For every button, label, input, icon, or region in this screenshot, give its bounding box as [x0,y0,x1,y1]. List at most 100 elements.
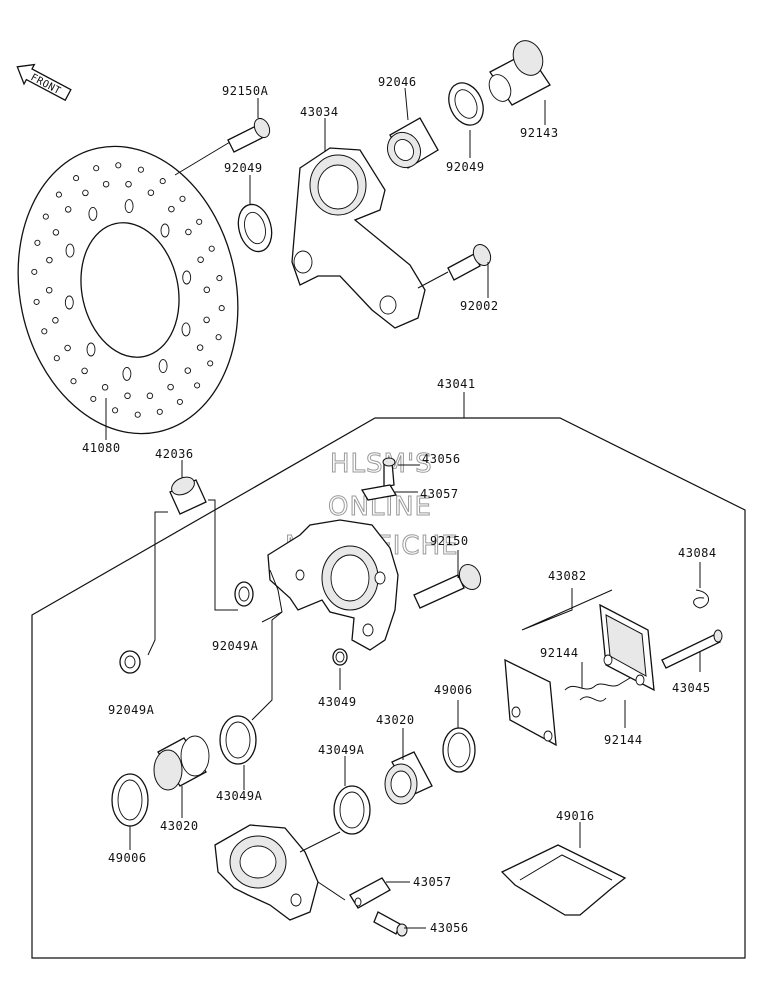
disc-hole [160,223,170,238]
pad-43082-rear [599,603,655,692]
part-labels: 92150A 43034 92046 92143 92049 92049 920… [82,75,716,935]
disc-hole [33,298,40,305]
label-43020-right: 43020 [376,713,415,727]
label-41080: 41080 [82,441,121,455]
seal-43049A-left [219,715,257,765]
bleeder-43056-top [382,457,396,488]
disc-hole [86,342,96,357]
label-49006-left: 49006 [108,851,147,865]
label-92143: 92143 [520,126,559,140]
seal-43049A-top [333,785,371,835]
disc-hole [181,322,191,337]
brake-disc-41080 [17,145,239,435]
disc-hole [125,180,132,188]
disc-hole [208,245,215,252]
disc-hole [52,229,60,236]
disc-hole [215,334,222,341]
disc-hole [102,180,110,188]
disc-hole [46,256,53,264]
disc-hole [52,317,59,324]
disc-hole [146,392,154,400]
bolt-92150 [413,563,482,609]
pad-43082-front [504,658,557,747]
disc-hole [124,392,131,400]
label-92046: 92046 [378,75,417,89]
label-92049A-left: 92049A [108,703,155,717]
disc-hole [73,175,80,182]
disc-hole [147,189,155,196]
label-43056-top: 43056 [422,452,461,466]
caliper-body-lower [214,824,319,921]
piston-43020-left [153,735,210,791]
disc-hole [88,206,98,221]
disc-hole [65,243,75,258]
disc-hole [122,366,132,381]
bolt-92002 [417,243,492,289]
disc-hole [158,359,168,374]
disc-hole [31,268,38,275]
disc-hole [93,165,100,172]
caliper-bracket-43034 [291,147,426,329]
disc-hole [45,286,53,294]
disc-hole [64,206,72,213]
disc-hole [134,411,141,418]
seal-92049A-mid [234,581,254,607]
label-92049-top: 92049 [224,161,263,175]
disc-hole [41,328,48,335]
piston-43020-right [384,751,433,805]
disc-hole [194,382,201,389]
label-43049A-left: 43049A [216,789,263,803]
pin-43045 [661,629,723,669]
disc-hole [184,367,192,374]
label-92002: 92002 [460,299,499,313]
sleeve-92143 [488,40,551,106]
seal-92049-right [448,82,484,126]
watermark-line-1: HLSM'S [330,449,433,479]
label-43045: 43045 [672,681,711,695]
seal-49006-right [442,727,476,773]
label-43056-bottom: 43056 [430,921,469,935]
front-arrow: FRONT [16,63,72,102]
disc-hole [81,367,88,375]
label-92144-a: 92144 [540,646,579,660]
pad-spring-49016 [500,844,627,916]
disc-hole [53,355,60,362]
disc-hole [168,205,175,213]
disc-hole [176,398,183,405]
cap-43057-top [360,484,398,501]
disc-hole [179,195,186,202]
label-43082: 43082 [548,569,587,583]
disc-hole [70,378,77,385]
clip-43084 [693,589,709,609]
disc-hole [159,178,166,185]
disc-hole [64,295,74,310]
label-43049: 43049 [318,695,357,709]
label-92150A: 92150A [222,84,269,98]
label-43034: 43034 [300,105,339,119]
leader-lines [105,87,701,929]
label-43041: 43041 [437,377,476,391]
disc-hole [82,189,89,197]
disc-hole [90,395,97,402]
cap-43057-bottom [349,877,391,909]
disc-hole [55,191,62,198]
label-43057-top: 43057 [420,487,459,501]
disc-hole [112,407,119,414]
disc-hole [137,166,144,173]
spring-92144 [564,677,631,702]
disc-hole [207,360,214,367]
disc-hole [185,228,192,236]
bleeder-43056-bottom [373,911,408,937]
disc-hole [182,270,192,285]
seal-43049 [332,648,348,666]
disc-hole [124,199,134,214]
collar-42036 [169,476,207,515]
disc-hole [197,256,204,263]
label-43049A-top: 43049A [318,743,365,757]
label-92049A-mid: 92049A [212,639,259,653]
bearing-92046 [386,117,439,169]
disc-hole [42,213,49,220]
disc-hole [218,305,225,312]
